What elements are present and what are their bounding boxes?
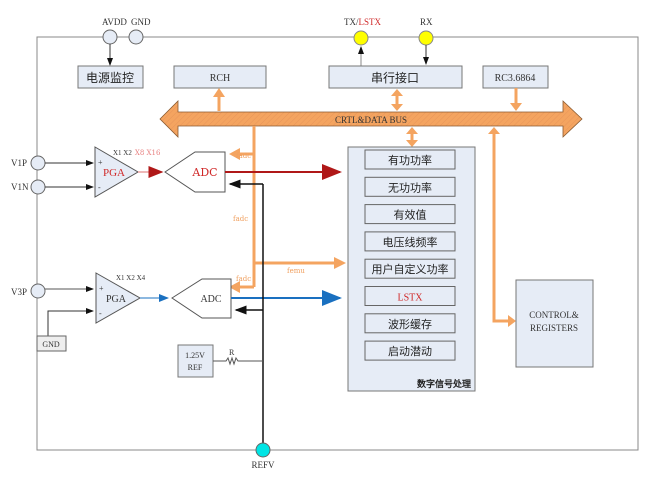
control-registers-line1: CONTROL& bbox=[529, 310, 579, 320]
gnd-box bbox=[36, 335, 67, 352]
dsp-item-label: LSTX bbox=[398, 293, 424, 304]
signal-fadc-2: fadc bbox=[233, 215, 248, 223]
gnd-wire bbox=[47, 308, 94, 336]
control-registers-line2: REGISTERS bbox=[530, 323, 578, 333]
rch-bus-link bbox=[213, 88, 225, 111]
control-bus-link bbox=[488, 127, 516, 327]
pin-label-avdd: AVDD bbox=[102, 17, 127, 27]
pin-label-v1n: V1N bbox=[11, 182, 29, 192]
pin-label-gnd: GND bbox=[131, 17, 151, 27]
dsp-item-label: 波形缓存 bbox=[388, 317, 432, 331]
rc-oscillator-label: RC3.6864 bbox=[495, 73, 536, 84]
signal-femu: femu bbox=[287, 267, 305, 275]
reference-box bbox=[177, 344, 214, 378]
pga1-label: PGA bbox=[103, 167, 125, 179]
resistor-symbol bbox=[213, 356, 263, 366]
pga1-plus: + bbox=[98, 158, 103, 167]
rch-box bbox=[173, 65, 267, 89]
adc2-label: ADC bbox=[200, 294, 221, 305]
clock-distribution bbox=[229, 126, 346, 293]
pin-rx[interactable] bbox=[418, 30, 434, 46]
control-registers-box bbox=[515, 279, 594, 368]
dsp-title: 数字信号处理 bbox=[417, 378, 471, 390]
dsp-item-label: 有效值 bbox=[394, 208, 427, 222]
pga2-plus: + bbox=[99, 284, 104, 293]
bus-label: CRTL&DATA BUS bbox=[335, 115, 407, 125]
pga2-gain: X1 X2 X4 bbox=[116, 274, 146, 282]
power-monitor-label: 电源监控 bbox=[86, 71, 134, 85]
dsp-bus-link bbox=[406, 127, 418, 147]
pin-label-refv: REFV bbox=[251, 460, 275, 470]
signal-fadc-3: fadc bbox=[236, 275, 251, 283]
dsp-item-box bbox=[364, 204, 456, 225]
dsp-item-box bbox=[364, 286, 456, 306]
pin-v1n[interactable] bbox=[30, 179, 46, 195]
dsp-item-box bbox=[364, 176, 456, 197]
pin-gnd[interactable] bbox=[128, 29, 144, 45]
dsp-item-label: 启动潜动 bbox=[388, 344, 432, 358]
adc1-label: ADC bbox=[191, 166, 217, 179]
pin-refv[interactable] bbox=[255, 442, 271, 458]
pga2-minus: - bbox=[99, 309, 102, 318]
dsp-item-label: 无功功率 bbox=[388, 180, 432, 194]
power-monitor-box bbox=[77, 65, 144, 89]
serial-interface-box bbox=[328, 65, 463, 89]
control-data-bus bbox=[159, 100, 583, 138]
dsp-item-box bbox=[364, 231, 456, 252]
pga2-triangle bbox=[95, 272, 142, 324]
pin-label-v1p: V1P bbox=[11, 158, 27, 168]
pga1-triangle bbox=[94, 146, 139, 198]
gnd-box-label: GND bbox=[42, 340, 60, 349]
pin-tx[interactable] bbox=[353, 30, 369, 46]
resistor-label: R bbox=[229, 348, 235, 357]
pga2-label: PGA bbox=[106, 294, 127, 305]
pin-v3p[interactable] bbox=[30, 283, 46, 299]
dsp-item-box bbox=[364, 149, 456, 170]
rc-bus-link bbox=[510, 88, 522, 111]
dsp-item-box bbox=[364, 340, 456, 361]
dsp-item-label: 用户自定义功率 bbox=[372, 262, 449, 276]
serial-interface-label: 串行接口 bbox=[371, 70, 419, 85]
chip-border bbox=[36, 36, 639, 451]
dsp-item-label: 电压线频率 bbox=[383, 235, 438, 249]
rch-label: RCH bbox=[210, 73, 231, 84]
reference-line2: REF bbox=[188, 363, 203, 372]
pin-v1p[interactable] bbox=[30, 155, 46, 171]
pin-label-v3p: V3P bbox=[11, 287, 27, 297]
reference-line1: 1.25V bbox=[185, 351, 205, 360]
serial-bus-link bbox=[391, 89, 403, 111]
pin-label-rx: RX bbox=[420, 17, 433, 27]
pin-label-tx: TX/LSTX bbox=[344, 17, 382, 27]
dsp-item-box bbox=[364, 258, 456, 279]
dsp-item-label: 有功功率 bbox=[388, 153, 432, 167]
pin-avdd[interactable] bbox=[102, 29, 118, 45]
signal-fadc-1: fadc bbox=[236, 152, 251, 160]
pga1-minus: - bbox=[98, 183, 101, 192]
dsp-item-box bbox=[364, 313, 456, 334]
